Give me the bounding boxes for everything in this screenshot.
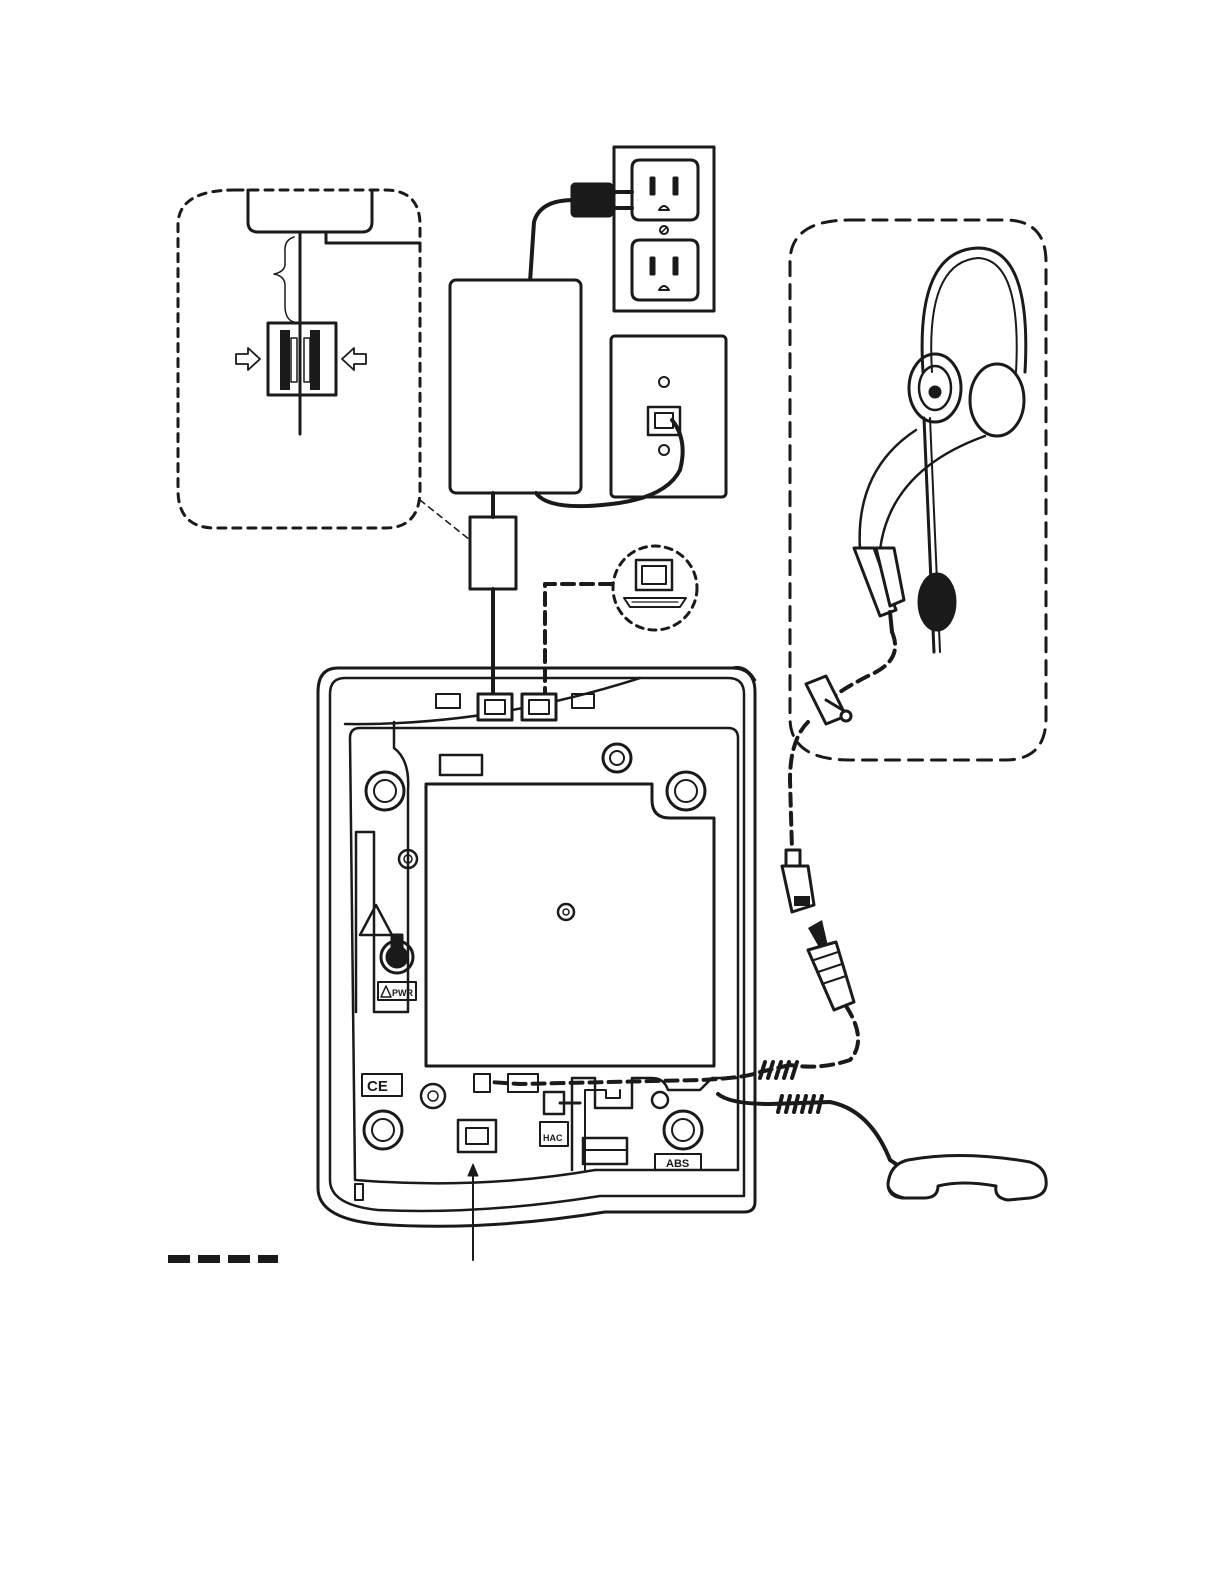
ferrite-core-icon — [268, 323, 336, 395]
channel-post — [652, 1092, 668, 1108]
press-arrow-right-icon — [236, 348, 260, 370]
computer-icon — [613, 546, 697, 630]
rubber-foot-bottom-left — [364, 1111, 402, 1149]
base-label-plate — [426, 784, 714, 1066]
headset-callout — [790, 220, 1046, 760]
press-arrow-left-icon — [342, 348, 366, 370]
headset-cord-dashed — [830, 632, 895, 700]
pwr-label: PWR — [392, 988, 413, 998]
abs-label: ABS — [666, 1158, 689, 1170]
rubber-foot-top-left — [366, 772, 404, 810]
headset-connector-icon — [782, 850, 814, 912]
handset-icon — [888, 1155, 1046, 1200]
power-plug-icon — [572, 184, 632, 216]
wall-outlet-icon — [614, 147, 714, 311]
warning-triangle-icon — [360, 905, 392, 935]
power-adapter-icon — [450, 280, 581, 493]
headset-quick-disconnect-icon — [806, 676, 851, 724]
power-switch-recess — [356, 722, 408, 1012]
microphone-icon — [919, 574, 955, 630]
wall-mount-screw-bottom — [421, 1084, 445, 1108]
abs-label-box: ABS — [655, 1154, 701, 1170]
headset-adapter-plug-icon — [808, 942, 854, 1010]
pc-port — [522, 694, 556, 720]
wall-phone-jack-icon — [611, 336, 726, 497]
ferrite-core-detail-callout — [178, 190, 470, 540]
lock-slot — [355, 1184, 363, 1200]
ferrite-core-on-cord — [470, 517, 516, 589]
telephone-base-icon: PWR CE HAC ABS — [318, 667, 755, 1226]
adapter-body-outline — [248, 190, 372, 232]
ce-mark-box: CE — [362, 1074, 402, 1096]
hac-label-box: HAC — [540, 1122, 568, 1146]
adapter-ac-cord — [530, 200, 574, 282]
adapter-cord-detail — [326, 232, 420, 243]
headset-icon — [854, 248, 1026, 652]
cord-channel-inner — [585, 1090, 620, 1170]
wall-mount-screw-top — [603, 744, 631, 772]
power-jack-port — [478, 694, 512, 720]
line-port-icon — [436, 694, 460, 708]
hac-label: HAC — [543, 1133, 563, 1143]
top-slot — [440, 755, 482, 775]
headset-extension-cord — [790, 722, 808, 850]
headset-jack-icon — [474, 1074, 490, 1092]
headset-adapter-cord — [790, 1006, 858, 1067]
callout-leader-line — [420, 500, 470, 540]
rubber-foot-top-right — [667, 772, 705, 810]
center-screw — [558, 904, 574, 920]
wall-mount-jack — [458, 1120, 496, 1152]
pc-data-cord — [545, 584, 612, 705]
pwr-label-box: PWR — [378, 982, 416, 1000]
wall-jack-pointer-arrowhead — [468, 1164, 478, 1176]
ce-mark-label: CE — [367, 1078, 388, 1095]
length-brace — [274, 237, 294, 322]
rubber-foot-bottom-right — [664, 1111, 702, 1149]
